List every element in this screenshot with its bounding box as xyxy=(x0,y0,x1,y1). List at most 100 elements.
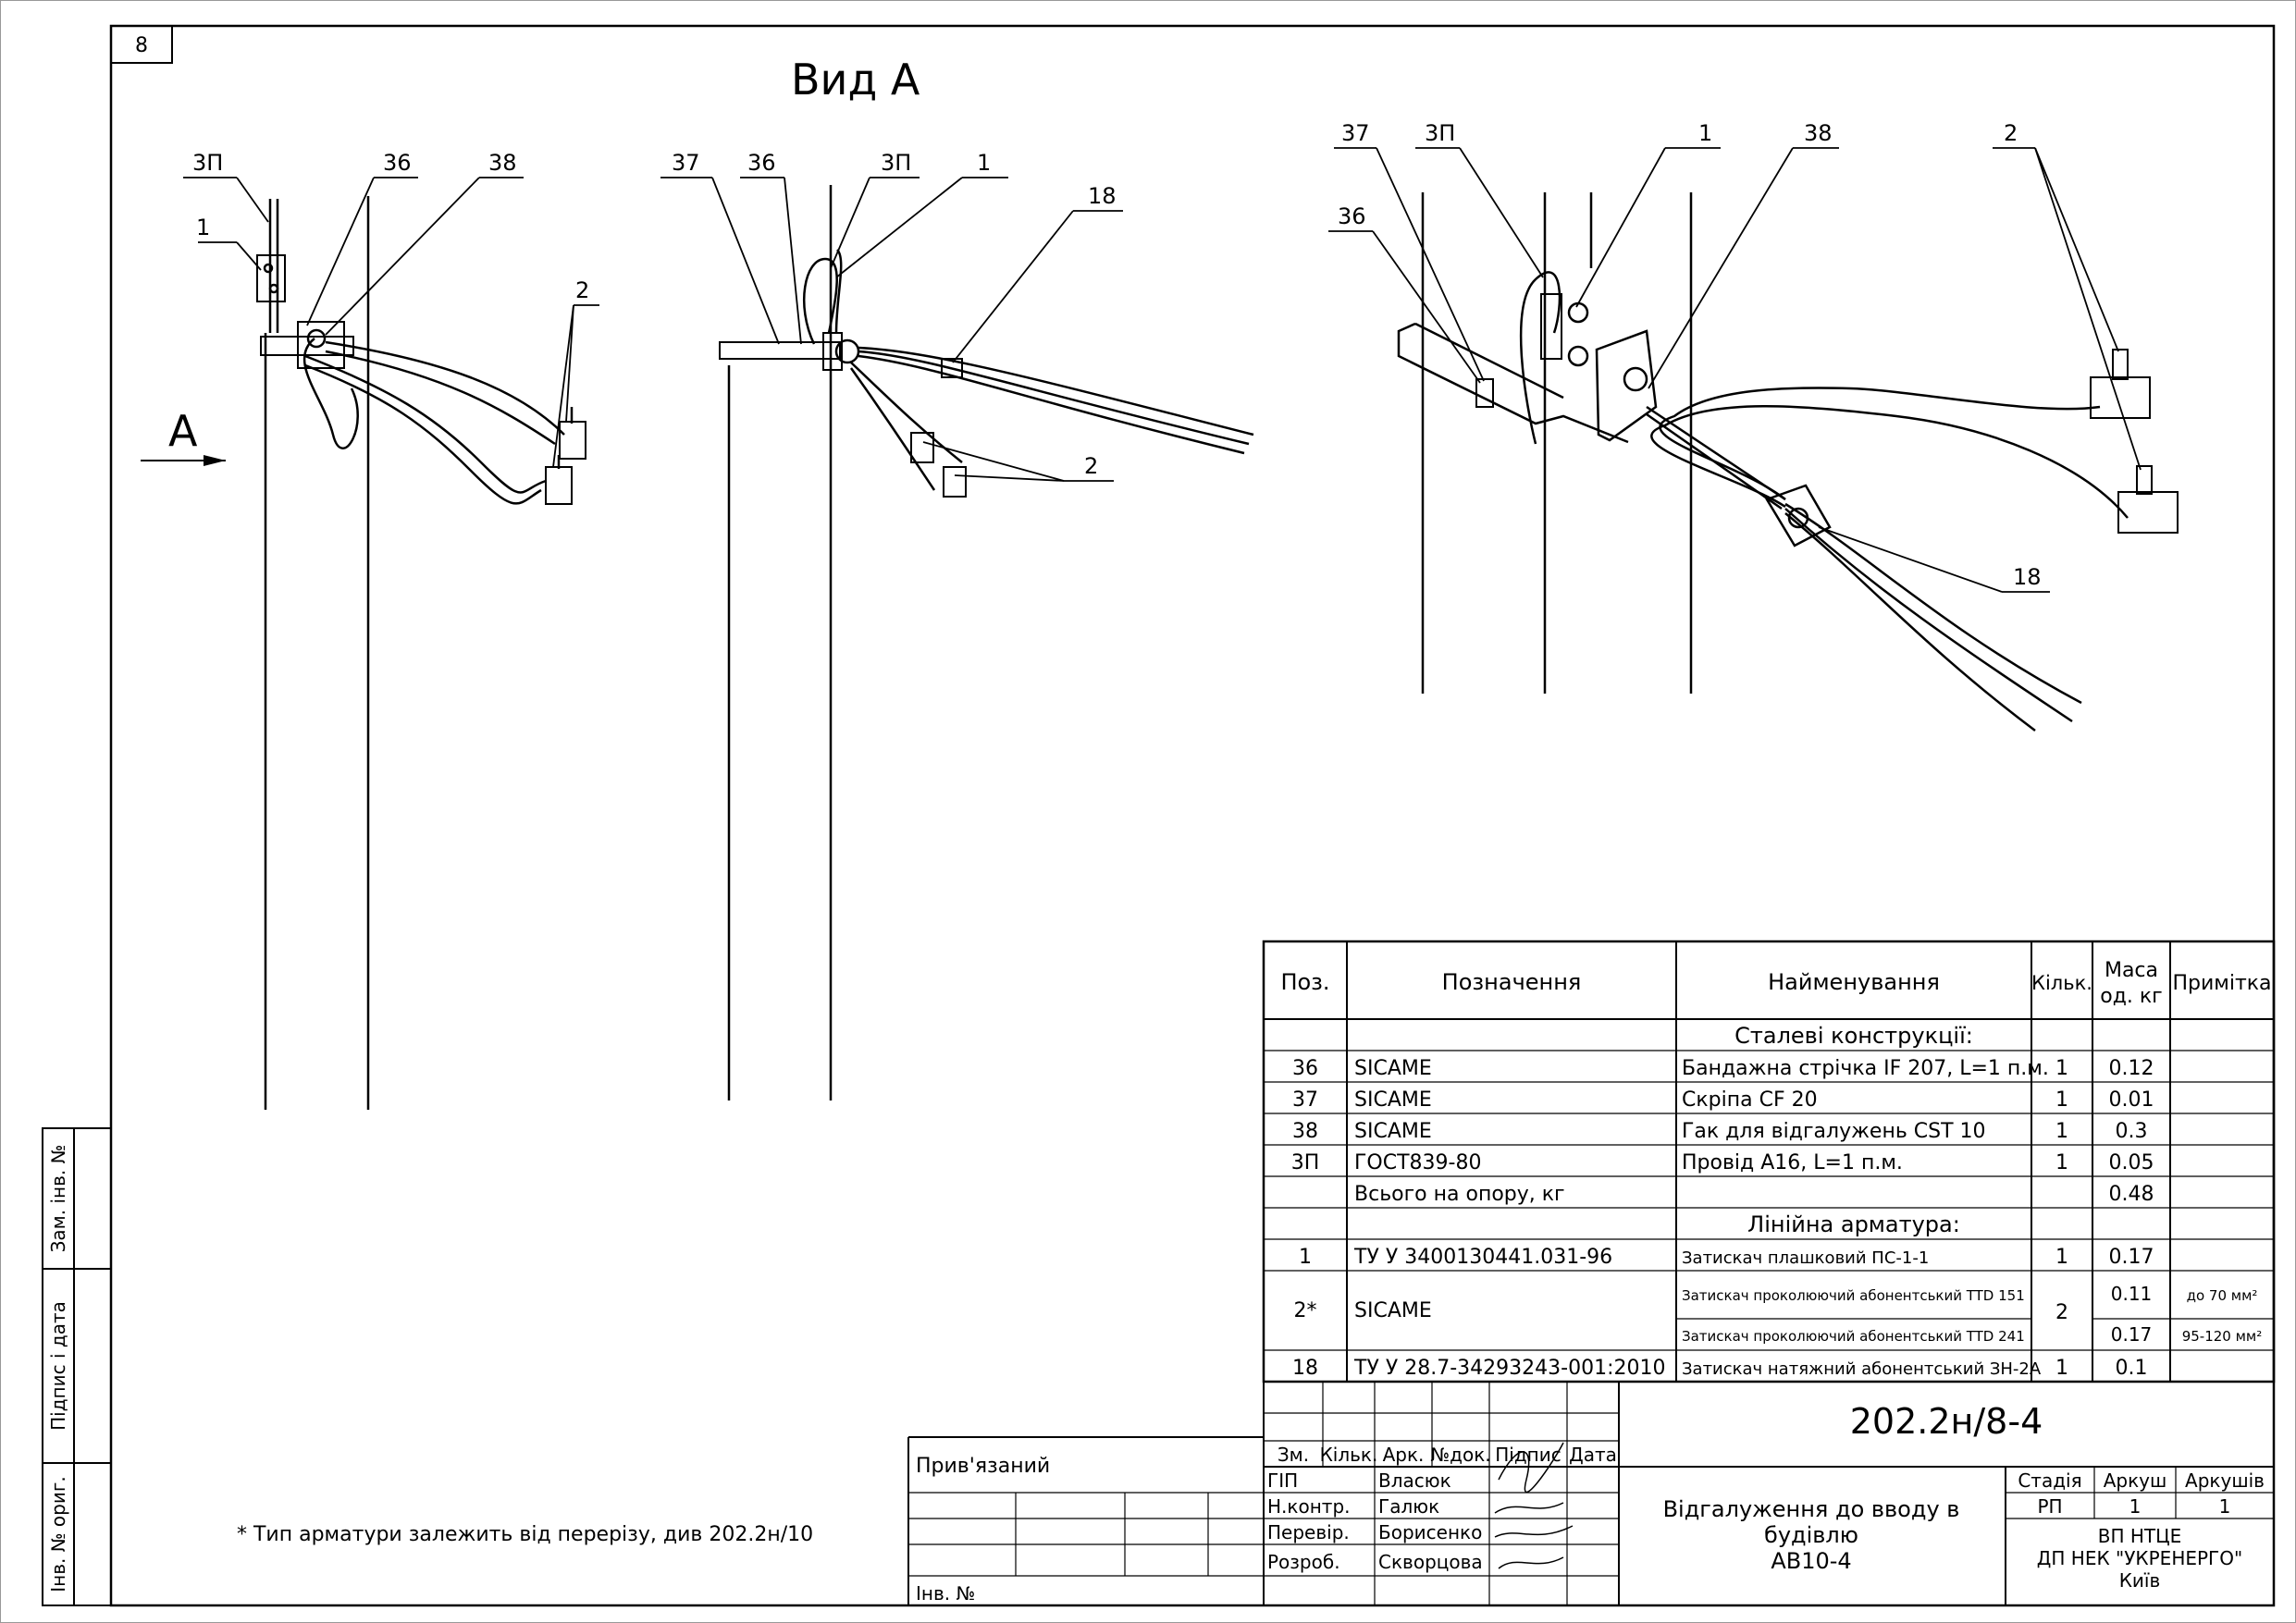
callout-3p: 3П xyxy=(192,150,223,176)
callout-3p: 3П xyxy=(881,150,911,176)
row-3p-pos: 3П xyxy=(1291,1151,1320,1174)
row-1-pos: 1 xyxy=(1299,1246,1312,1269)
role-chief-engineer: ГІП xyxy=(1267,1469,1298,1492)
sheet-number: 8 xyxy=(135,34,148,57)
callout-38: 38 xyxy=(488,150,517,176)
view-2-drawing xyxy=(719,185,1254,1100)
footnote: * Тип арматури залежить від перерізу, ди… xyxy=(237,1523,813,1546)
view-2-leaders xyxy=(660,177,1123,482)
view-1-leaders xyxy=(183,177,599,468)
signatures xyxy=(1494,1442,1574,1569)
callout-2: 2 xyxy=(2004,120,2018,146)
row-2a-note: до 70 мм² xyxy=(2187,1287,2258,1304)
row-3p-des: ГОСТ839-80 xyxy=(1354,1151,1481,1174)
row-36-mass: 0.12 xyxy=(2109,1057,2154,1080)
view-3-callouts: 37 3П 1 38 2 36 18 xyxy=(1338,120,2042,590)
row-38-mass: 0.3 xyxy=(2116,1120,2148,1143)
rev-header-sheet: Арк. xyxy=(1383,1444,1425,1466)
row-2a-mass: 0.11 xyxy=(2111,1283,2153,1305)
callout-37: 37 xyxy=(672,150,700,176)
revision-headers: Зм. Кільк. Арк. №док. Підпис Дата xyxy=(1278,1444,1617,1466)
row-18-mass: 0.1 xyxy=(2116,1357,2148,1380)
drawing-frame xyxy=(109,24,2276,1607)
row-1-des: ТУ У 3400130441.031-96 xyxy=(1353,1246,1612,1269)
sheets-value: 1 xyxy=(2219,1495,2231,1518)
callout-18: 18 xyxy=(1088,183,1117,209)
row-3p-name: Провід А16, L=1 п.м. xyxy=(1682,1151,1903,1174)
row-36-name: Бандажна стрічка IF 207, L=1 п.м. xyxy=(1682,1057,2049,1080)
row-37-pos: 37 xyxy=(1292,1088,1318,1112)
row-18-name: Затискач натяжний абонентський ЗН-2А xyxy=(1682,1359,2042,1379)
row-1-name: Затискач плашковий ПС-1-1 xyxy=(1682,1248,1929,1268)
callout-36: 36 xyxy=(747,150,776,176)
name-haliuk: Галюк xyxy=(1378,1495,1439,1518)
row-37-name: Скріпа CF 20 xyxy=(1682,1088,1818,1112)
total-value: 0.48 xyxy=(2109,1183,2154,1206)
role-developed: Розроб. xyxy=(1267,1551,1340,1573)
rev-header-qty: Кільк. xyxy=(1320,1444,1378,1466)
row-36-des: SICAME xyxy=(1354,1057,1432,1080)
stage-header: Стадія xyxy=(2018,1469,2081,1492)
row-2-des: SICAME xyxy=(1354,1299,1432,1322)
col-header-name: Найменування xyxy=(1768,969,1940,995)
group-steel: Сталеві конструкції: xyxy=(1734,1023,1973,1049)
drawing-title-line-3: АВ10-4 xyxy=(1771,1548,1851,1574)
drawing-title-line-2: будівлю xyxy=(1764,1522,1858,1548)
callout-1: 1 xyxy=(196,215,210,240)
view-title: Вид А xyxy=(791,55,920,105)
row-2b-name: Затискач проколюючий абонентський TTD 24… xyxy=(1682,1328,2025,1345)
callout-2: 2 xyxy=(1084,453,1098,479)
col-header-pos: Поз. xyxy=(1280,969,1329,995)
approval-roles: ГІП Н.контр. Перевір. Розроб. Власюк Гал… xyxy=(1267,1469,1483,1573)
side-stamp: Зам. інв. № Підпис і дата Інв. № ориг. xyxy=(42,1127,112,1606)
row-18-des: ТУ У 28.7-34293243-001:2010 xyxy=(1353,1357,1665,1380)
org-line-1: ВП НТЦЕ xyxy=(2098,1525,2182,1547)
row-38-des: SICAME xyxy=(1354,1120,1432,1143)
row-1-qty: 1 xyxy=(2055,1246,2068,1269)
view-2-callouts: 37 36 3П 1 18 2 xyxy=(672,150,1117,479)
row-36-pos: 36 xyxy=(1292,1057,1318,1080)
col-header-designation: Позначення xyxy=(1442,969,1582,995)
sheets-header: Аркушів xyxy=(2185,1469,2265,1492)
callout-36: 36 xyxy=(1338,203,1366,229)
callout-38: 38 xyxy=(1804,120,1833,146)
title-block: Прив'язаний Інв. № 202.2н/8-4 Зм. Кільк.… xyxy=(907,1382,2275,1605)
name-vlasiuk: Власюк xyxy=(1378,1469,1451,1492)
sheet-value: 1 xyxy=(2129,1495,2142,1518)
side-stamp-replace-inv: Зам. інв. № xyxy=(47,1145,69,1253)
row-3p-mass: 0.05 xyxy=(2109,1151,2154,1174)
row-2b-note: 95-120 мм² xyxy=(2182,1328,2263,1345)
spec-rows-fittings: 1 ТУ У 3400130441.031-96 Затискач плашко… xyxy=(1292,1246,2262,1380)
row-2b-mass: 0.17 xyxy=(2111,1323,2153,1346)
callout-37: 37 xyxy=(1341,120,1370,146)
org-line-3: Київ xyxy=(2119,1569,2161,1592)
col-header-qty: Кільк. xyxy=(2031,972,2092,994)
row-18-pos: 18 xyxy=(1292,1357,1318,1380)
row-18-qty: 1 xyxy=(2055,1357,2068,1380)
attached-label: Прив'язаний xyxy=(916,1455,1050,1478)
view-arrow: А xyxy=(141,406,226,466)
rev-header-date: Дата xyxy=(1569,1444,1617,1466)
group-line-fittings: Лінійна арматура: xyxy=(1747,1211,1960,1237)
name-borysenko: Борисенко xyxy=(1378,1521,1482,1543)
callout-1: 1 xyxy=(1698,120,1712,146)
callout-3p: 3П xyxy=(1425,120,1455,146)
view-1-drawing xyxy=(256,196,586,1110)
callout-1: 1 xyxy=(977,150,991,176)
org-line-2: ДП НЕК "УКРЕНЕРГО" xyxy=(2037,1547,2242,1569)
side-stamp-sign-date: Підпис і дата xyxy=(47,1301,69,1431)
view-3-leaders xyxy=(1328,147,2142,593)
col-header-mass: Маса xyxy=(2105,959,2158,982)
view-3-drawing xyxy=(1397,192,2179,732)
callout-18: 18 xyxy=(2013,564,2042,590)
rev-header-docno: №док. xyxy=(1430,1444,1490,1466)
role-norm-control: Н.контр. xyxy=(1267,1495,1351,1518)
row-38-name: Гак для відгалужень CST 10 xyxy=(1682,1120,1986,1143)
stage-value: РП xyxy=(2037,1495,2062,1518)
spec-table: Поз. Позначення Найменування Кільк. Маса… xyxy=(1262,940,2276,1383)
row-36-qty: 1 xyxy=(2055,1057,2068,1080)
row-2-qty: 2 xyxy=(2055,1301,2068,1324)
col-header-mass-unit: од. кг xyxy=(2100,985,2163,1008)
total-label: Всього на опору, кг xyxy=(1354,1183,1565,1206)
